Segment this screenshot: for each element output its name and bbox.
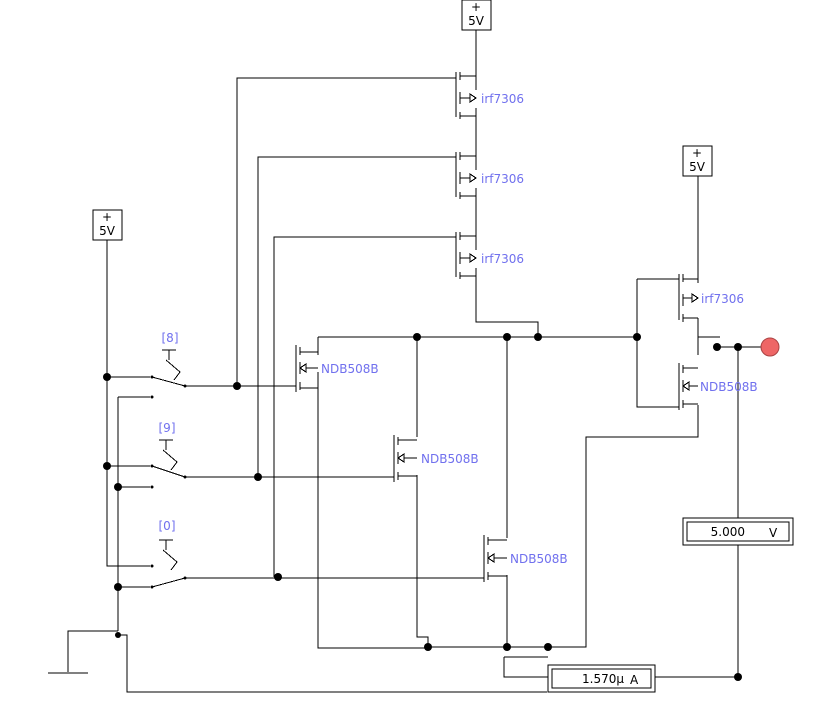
ammeter-value: 1.570μ bbox=[582, 672, 624, 686]
top-5v-source: + 5V bbox=[461, 0, 492, 31]
nmos-label: NDB508B bbox=[421, 452, 479, 466]
nmos-label: NDB508B bbox=[321, 362, 379, 376]
pmos-label: irf7306 bbox=[701, 292, 744, 306]
voltmeter: 5.000 V bbox=[682, 517, 794, 546]
ammeter-unit: A bbox=[630, 673, 639, 687]
switch-0[interactable]: [0] bbox=[150, 519, 187, 589]
nmos-transistor-2: NDB508B bbox=[393, 435, 479, 482]
nmos-transistor-3: NDB508B bbox=[483, 535, 568, 582]
junction-dots bbox=[103, 333, 742, 681]
switch-key-label: [8] bbox=[162, 331, 179, 345]
right-5v-source: + 5V bbox=[682, 145, 713, 177]
wires bbox=[48, 30, 762, 693]
pmos-transistor-2: irf7306 bbox=[455, 152, 524, 199]
source-volts: 5V bbox=[99, 224, 116, 238]
source-volts: 5V bbox=[689, 160, 706, 174]
voltmeter-unit: V bbox=[769, 526, 778, 540]
switch-key-label: [0] bbox=[159, 519, 176, 533]
nmos-transistor-4: NDB508B bbox=[678, 363, 758, 410]
switch-8[interactable]: [8] bbox=[150, 331, 187, 399]
nmos-label: NDB508B bbox=[700, 380, 758, 394]
switch-9[interactable]: [9] bbox=[150, 421, 187, 489]
output-probe-led[interactable] bbox=[760, 337, 780, 357]
source-plus: + bbox=[692, 146, 702, 160]
source-plus: + bbox=[102, 210, 112, 224]
pmos-label: irf7306 bbox=[481, 252, 524, 266]
source-plus: + bbox=[471, 0, 481, 14]
pmos-label: irf7306 bbox=[481, 172, 524, 186]
ammeter: 1.570μ A bbox=[547, 664, 656, 693]
nmos-transistor-1: NDB508B bbox=[295, 345, 379, 392]
voltmeter-value: 5.000 bbox=[711, 525, 745, 539]
switch-key-label: [9] bbox=[159, 421, 176, 435]
pmos-transistor-1: irf7306 bbox=[455, 72, 524, 119]
source-volts: 5V bbox=[468, 14, 485, 28]
left-5v-source: + 5V bbox=[92, 209, 123, 241]
pmos-transistor-3: irf7306 bbox=[455, 232, 524, 279]
nmos-label: NDB508B bbox=[510, 552, 568, 566]
pmos-label: irf7306 bbox=[481, 92, 524, 106]
pmos-transistor-4: irf7306 bbox=[678, 274, 744, 322]
